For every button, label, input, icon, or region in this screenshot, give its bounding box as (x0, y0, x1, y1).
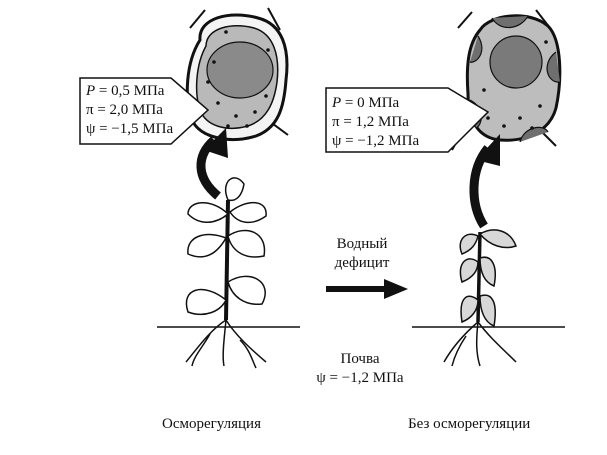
left-water-potential-value: ψ = −1,5 МПа (86, 121, 174, 137)
left-osmotic-value: π = 2,0 МПа (86, 102, 163, 118)
water-deficit-label: Водный дефицит (322, 235, 402, 273)
right-callout-text: P = 0 МПа π = 1,2 МПа ψ = −1,2 МПа (332, 94, 419, 151)
left-pressure-value: = 0,5 МПа (98, 83, 165, 99)
left-pressure-row: P = 0,5 МПа (86, 82, 173, 101)
left-plant-illustration (157, 177, 300, 369)
right-cell-illustration (451, 9, 562, 151)
left-callout-box (79, 77, 210, 145)
right-water-potential-value: ψ = −1,2 МПа (332, 133, 420, 149)
water-deficit-line1: Водный (336, 236, 388, 252)
left-pressure-symbol: P (86, 83, 96, 99)
right-callout-box (325, 87, 490, 153)
right-pressure-value: = 0 МПа (344, 95, 400, 111)
right-plant-illustration (412, 229, 565, 367)
soil-label-line1: Почва (340, 351, 380, 367)
caption-no-osmoregulation: Без осморегуляции (408, 416, 531, 432)
caption-osmoregulation: Осморегуляция (162, 416, 261, 432)
soil-label: Почва ψ = −1,2 МПа (300, 350, 420, 388)
soil-water-potential: ψ = −1,2 МПа (316, 370, 404, 386)
left-callout-text: P = 0,5 МПа π = 2,0 МПа ψ = −1,5 МПа (86, 82, 173, 139)
right-osmotic-value: π = 1,2 МПа (332, 114, 409, 130)
water-deficit-line2: дефицит (334, 255, 390, 271)
left-cell-illustration (169, 7, 289, 141)
right-pressure-symbol: P (332, 95, 342, 111)
right-pressure-row: P = 0 МПа (332, 94, 419, 113)
